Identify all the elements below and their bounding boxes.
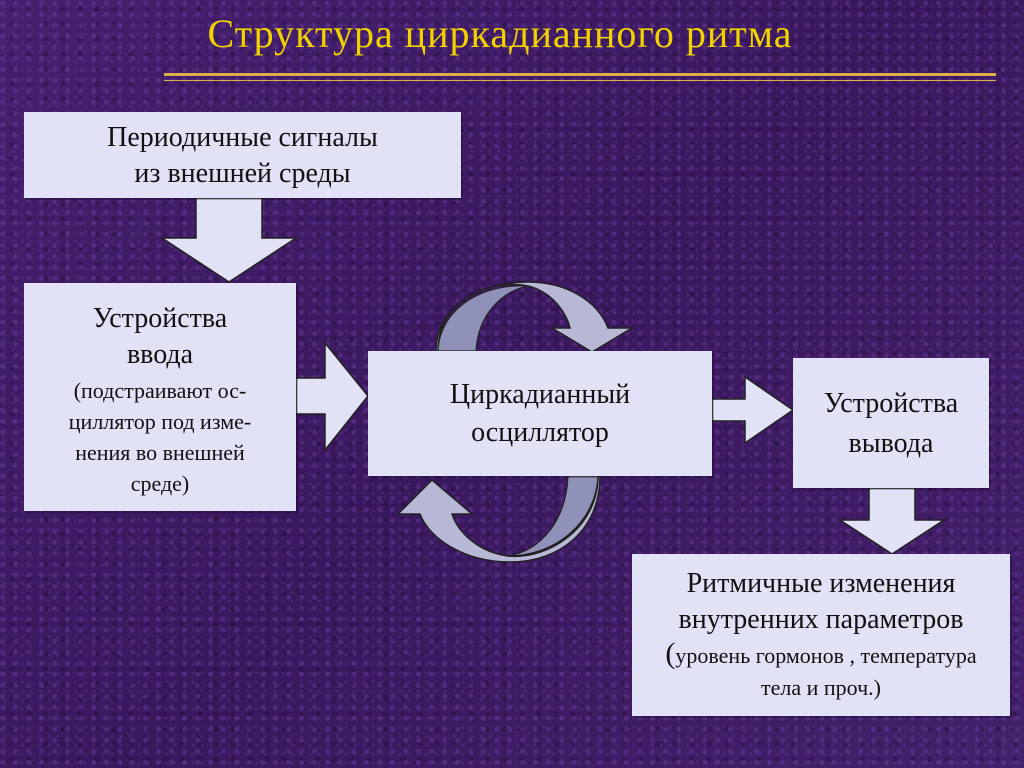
slide-title: Структура циркадианного ритма: [207, 11, 793, 56]
arrow-env-to-input: [159, 197, 299, 283]
result-line-1: Ритмичные изменения: [686, 568, 956, 599]
input-note-3: нения во внешней: [75, 440, 245, 465]
input-note-1: (подстраивают ос-: [73, 378, 247, 403]
input-title-1: Устройства: [92, 303, 228, 334]
result-line-2: внутренних параметров: [678, 604, 964, 635]
result-line-3: уровень гормонов , температура: [675, 643, 977, 668]
output-line-2: вывода: [848, 428, 934, 459]
env-line-1: Периодичные сигналы: [107, 122, 378, 153]
oscillator-line-1: Циркадианный: [449, 379, 631, 410]
title-rule-thick: [164, 73, 996, 76]
result-paren: (: [665, 637, 676, 670]
rhythmic-changes-box: Ритмичные изменения внутренних параметро…: [632, 554, 1010, 716]
arrow-output-to-result: [837, 487, 947, 555]
env-line-2: из внешней среды: [134, 158, 351, 189]
title-rule-thin: [164, 80, 996, 81]
cycle-arrow-top-band: [437, 285, 529, 352]
arrow-oscillator-to-output: [711, 375, 795, 445]
input-title-2: ввода: [126, 339, 194, 370]
input-note-4: среде): [130, 471, 190, 496]
output-line-1: Устройства: [823, 388, 959, 419]
environment-signals-box: Периодичные сигналы из внешней среды: [24, 112, 461, 198]
result-line-4: тела и проч.): [761, 675, 881, 700]
output-devices-box: Устройства вывода: [793, 358, 989, 488]
cycle-arrow-bottom: [396, 475, 601, 563]
cycle-arrow-top: [435, 281, 635, 353]
arrow-input-to-oscillator: [295, 340, 369, 453]
circadian-oscillator-box: Циркадианный осциллятор: [368, 351, 712, 476]
oscillator-line-2: осциллятор: [471, 417, 609, 448]
input-devices-box: Устройства ввода (подстраивают ос- цилля…: [24, 283, 296, 511]
cycle-arrow-bottom-band: [507, 475, 599, 557]
input-note-2: циллятор под изме-: [68, 409, 252, 434]
